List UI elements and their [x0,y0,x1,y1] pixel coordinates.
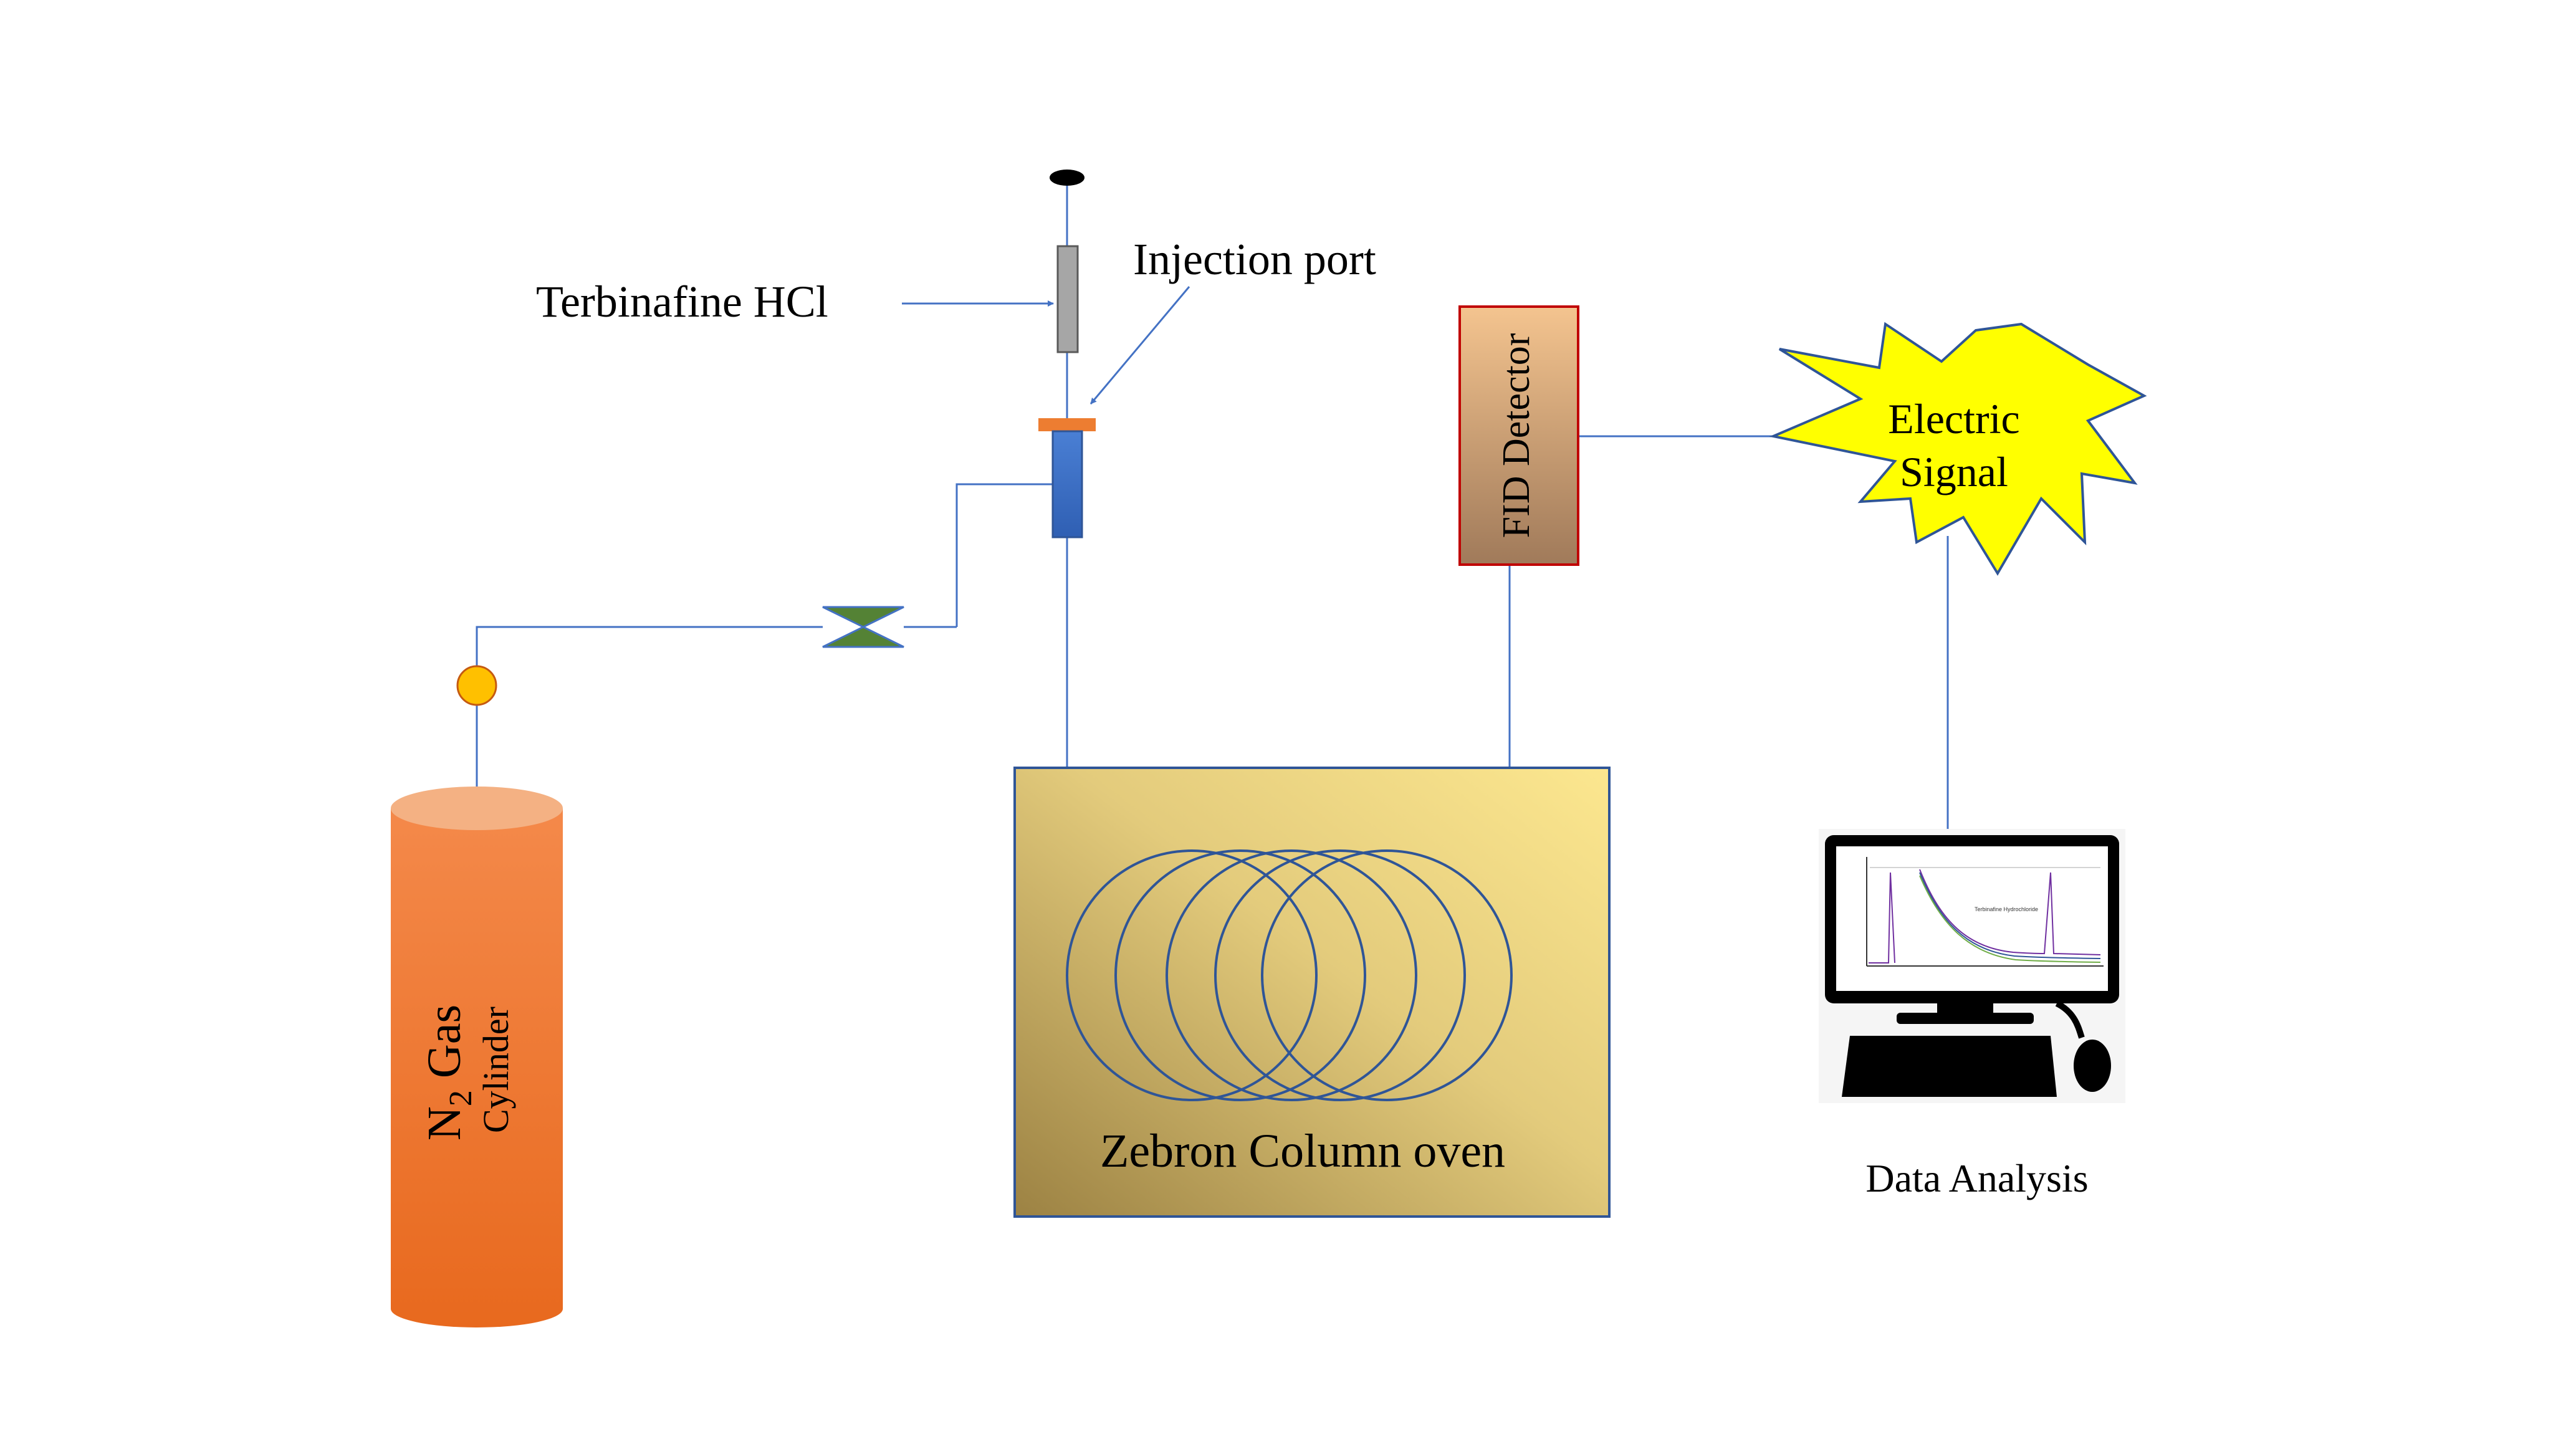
cylinder-word-label: Cylinder [476,1007,516,1133]
syringe-plunger-icon [1050,170,1085,186]
data-analysis-label: Data Analysis [1865,1156,2088,1200]
chromatogram-annotation: Terbinafine Hydrochloride [1975,906,2038,912]
signal-label-line2: Signal [1900,448,2008,495]
regulator-icon [456,665,497,706]
injection-port-arrow [1089,286,1190,404]
gas-line [476,483,1053,787]
column-oven-label: Zebron Column oven [1100,1125,1505,1177]
injector-cap [1038,418,1096,431]
cylinder-gas-label: N2 Gas [418,1005,479,1141]
gas-cylinder-icon [391,787,563,1327]
column-coil-icon [1066,849,1513,1101]
syringe-icon [1056,245,1079,353]
valve-icon [822,606,904,648]
sample-label: Terbinafine HCl [536,277,828,327]
mouse-icon [2055,1000,2111,1092]
injection-port-label: Injection port [1133,234,1376,284]
injector-icon [1051,430,1083,538]
signal-label-line1: Electric [1888,395,2019,442]
starburst-icon [1769,322,2147,576]
keyboard-icon [1842,1036,2057,1097]
chromatogram-plot [1866,857,2104,967]
fid-detector-box [1458,305,1579,566]
fid-detector-label: FID Detector [1495,333,1538,538]
